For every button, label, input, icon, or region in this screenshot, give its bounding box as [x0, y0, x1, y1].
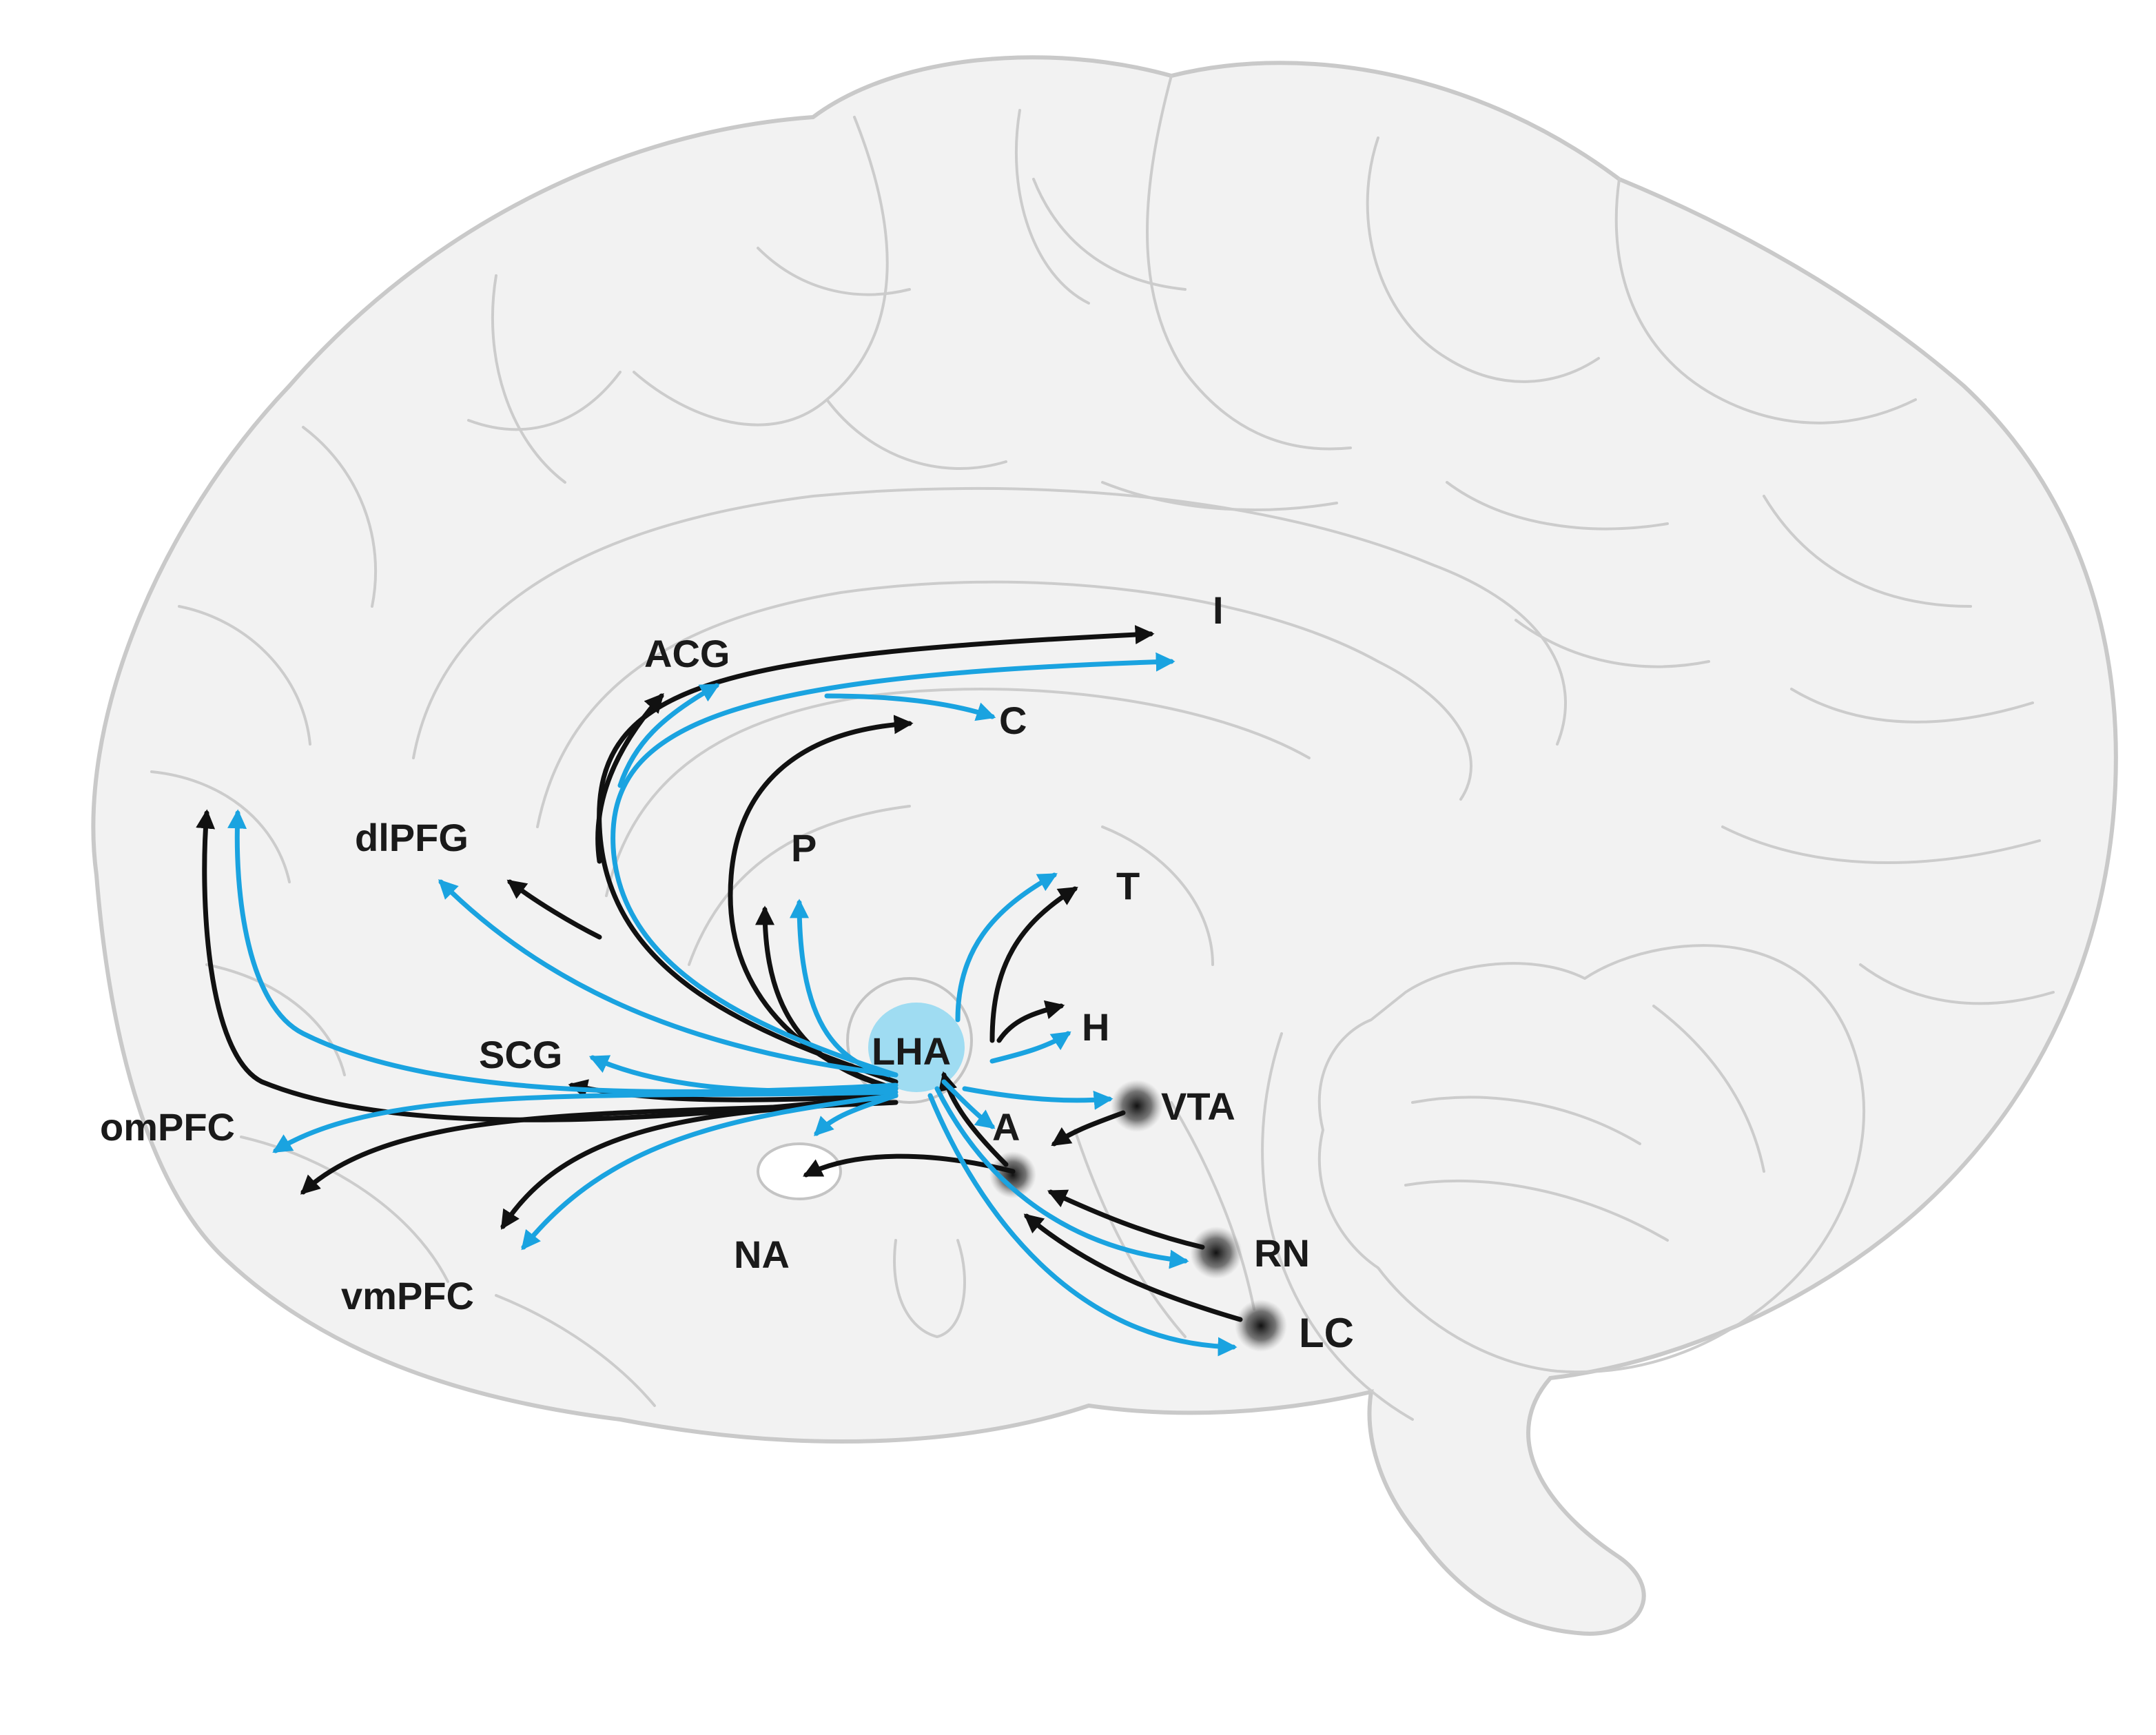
black-to-P: [755, 905, 899, 1091]
blue-projections: [227, 652, 1238, 1357]
blue-to-I: [610, 652, 1175, 1078]
label-LC: LC: [1299, 1310, 1354, 1356]
blue-to-dlPFG: [438, 879, 899, 1078]
label-H: H: [1082, 1005, 1109, 1049]
blue-to-vmPFC: [521, 1093, 899, 1251]
brain-gyri: [150, 74, 2055, 1407]
blue-to-ACG: [617, 683, 720, 788]
lha-outline: [846, 977, 973, 1104]
label-VTA: VTA: [1161, 1085, 1235, 1128]
label-dlPFG: dlPFG: [355, 816, 469, 859]
black-to-omPFC-upper: [196, 809, 899, 1122]
blue-to-C: [824, 693, 996, 721]
label-LHA: LHA: [872, 1029, 951, 1073]
blue-to-LC: [927, 1093, 1238, 1357]
label-ACG: ACG: [644, 632, 730, 675]
label-A: A: [992, 1105, 1020, 1149]
blue-to-omPFC-upper: [227, 809, 899, 1094]
blue-to-P: [790, 899, 892, 1078]
black-VTA-to-A: [1051, 1110, 1126, 1147]
blue-to-VTA: [962, 1086, 1113, 1110]
black-to-T: [989, 886, 1078, 1043]
rn-nucleus: [1190, 1226, 1242, 1279]
blue-to-H: [989, 1031, 1071, 1064]
label-SCG: SCG: [479, 1033, 562, 1076]
label-omPFC: omPFC: [100, 1105, 235, 1149]
label-NA: NA: [734, 1233, 790, 1276]
black-to-dlPFG: [506, 879, 602, 940]
blue-to-omPFC-lower: [272, 1089, 899, 1153]
black-RN-to-A: [1047, 1189, 1205, 1250]
label-P: P: [791, 826, 817, 870]
lc-nucleus: [1235, 1300, 1287, 1352]
black-to-ACG: [595, 692, 664, 864]
nucleus-accumbens-shape: [757, 1142, 842, 1200]
limbic-structures: [412, 486, 1866, 1421]
brain-outline: [91, 55, 2118, 1636]
label-vmPFC: vmPFC: [341, 1274, 474, 1317]
blue-to-T: [955, 872, 1058, 1023]
black-LC-to-A: [1023, 1213, 1243, 1322]
blue-to-NA: [814, 1093, 899, 1136]
lha-region: [868, 1003, 965, 1092]
blue-to-A: [941, 1079, 996, 1129]
region-labels: I ACG C dlPFG P T H LHA SCG VTA omPFC A …: [100, 588, 1354, 1356]
vta-nucleus: [1111, 1080, 1163, 1132]
blue-to-RN: [934, 1086, 1189, 1269]
label-C: C: [999, 699, 1027, 742]
a-nucleus: [989, 1151, 1036, 1198]
black-to-I: [597, 625, 1155, 1085]
blue-to-SCG: [588, 1055, 899, 1094]
black-to-H: [996, 1000, 1065, 1043]
label-RN: RN: [1254, 1231, 1310, 1275]
label-I: I: [1213, 588, 1224, 632]
label-T: T: [1116, 864, 1140, 907]
black-to-NA: [802, 1153, 1016, 1178]
